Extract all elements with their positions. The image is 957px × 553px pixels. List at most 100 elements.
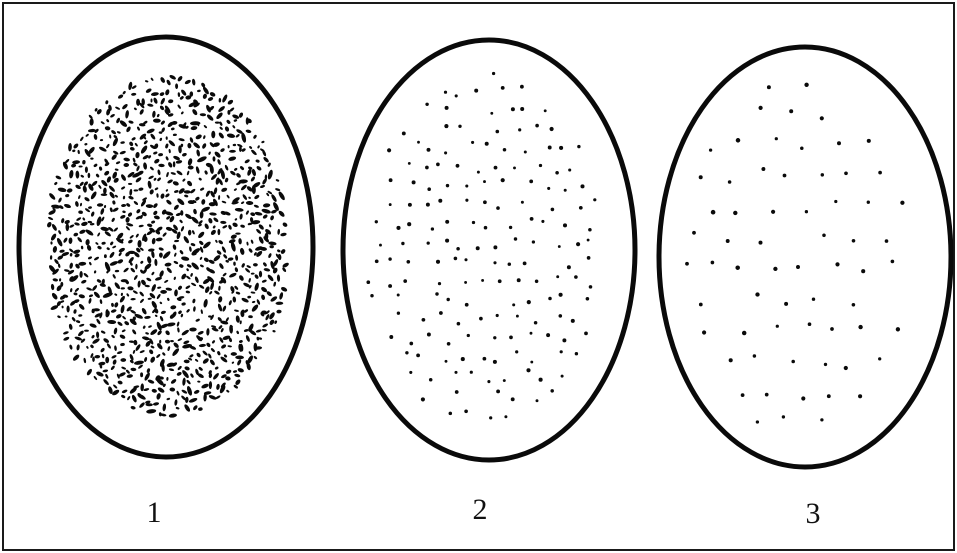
- colony-dot: [535, 280, 539, 284]
- dish-2-label: 2: [473, 493, 488, 526]
- colony-dot: [389, 203, 392, 206]
- colony-dot: [375, 259, 379, 263]
- colony-dot: [483, 180, 486, 183]
- colony-dot: [455, 390, 459, 394]
- colony-dot: [808, 322, 812, 326]
- colony-dot: [503, 148, 507, 152]
- colony-dot: [579, 206, 583, 210]
- colony-dot: [589, 285, 593, 289]
- colony-dot: [396, 226, 400, 230]
- colony-dot: [389, 178, 393, 182]
- colony-dot: [389, 335, 393, 339]
- colony-dot: [66, 223, 70, 231]
- colony-dot: [159, 252, 163, 257]
- colony-dot: [835, 262, 839, 266]
- colony-dot: [834, 200, 837, 203]
- colony-dot: [560, 350, 563, 353]
- colony-dot: [709, 148, 712, 151]
- colony-dot: [101, 193, 108, 196]
- colony-dot: [699, 175, 703, 179]
- colony-dot: [465, 199, 468, 202]
- colony-dot: [397, 294, 400, 297]
- colony-dot: [509, 226, 512, 229]
- colony-dot: [844, 171, 848, 175]
- colony-dot: [370, 294, 373, 297]
- colony-dot: [733, 211, 737, 215]
- colony-dot: [782, 415, 785, 418]
- colony-dot: [445, 220, 449, 224]
- colony-dot: [575, 352, 578, 355]
- colony-dot: [409, 342, 413, 346]
- colony-dot: [511, 107, 515, 111]
- colony-dot: [535, 124, 539, 128]
- colony-dot: [556, 275, 559, 278]
- colony-dot: [456, 247, 460, 251]
- colony-dot: [454, 257, 458, 261]
- colony-dot: [588, 228, 592, 232]
- colony-dot: [593, 198, 596, 201]
- colony-dot: [465, 303, 469, 307]
- colony-dot: [457, 322, 461, 326]
- colony-dot: [761, 167, 765, 171]
- colony-dot: [444, 124, 448, 128]
- colony-dot: [789, 109, 793, 113]
- colony-dot: [464, 281, 467, 284]
- colony-dot: [729, 358, 733, 362]
- colony-dot: [403, 279, 407, 283]
- colony-dot: [493, 360, 497, 364]
- dish-1-rim: [19, 37, 313, 457]
- colony-dot: [425, 166, 429, 170]
- colony-dot: [699, 303, 703, 307]
- colony-dot: [759, 106, 763, 110]
- colony-dot: [523, 261, 527, 265]
- colony-dot: [837, 141, 841, 145]
- colony-dot: [476, 246, 480, 250]
- colony-dot: [827, 394, 831, 398]
- colony-dot: [427, 187, 431, 191]
- colony-dot: [509, 336, 513, 340]
- colony-dot: [801, 396, 805, 400]
- colony-dot: [791, 360, 795, 364]
- colony-dot: [379, 244, 382, 247]
- colony-dot: [584, 332, 588, 336]
- colony-dot: [824, 363, 827, 366]
- colony-dot: [85, 166, 88, 172]
- colony-dot: [702, 330, 706, 334]
- dish-1-label: 1: [147, 496, 162, 529]
- colony-dot: [447, 342, 451, 346]
- dish-3-label: 3: [806, 497, 821, 530]
- colony-dot: [402, 131, 406, 135]
- colony-dot: [444, 91, 447, 94]
- colony-dot: [728, 180, 732, 184]
- colony-dot: [759, 241, 763, 245]
- colony-dot: [472, 221, 475, 224]
- colony-dot: [800, 147, 804, 151]
- colony-dot: [885, 239, 889, 243]
- colony-dot: [563, 223, 567, 227]
- colony-dot: [422, 318, 426, 322]
- colony-dot: [796, 265, 800, 269]
- colony-dot: [756, 420, 759, 423]
- colony-dot: [458, 125, 461, 128]
- colony-dot: [493, 336, 496, 339]
- colony-dot: [517, 278, 521, 282]
- colony-dot: [409, 371, 412, 374]
- colony-dot: [496, 206, 500, 210]
- colony-dot: [438, 199, 442, 203]
- colony-dot: [494, 166, 498, 170]
- colony-dot: [878, 357, 881, 360]
- colony-dot: [804, 83, 808, 87]
- colony-dot: [692, 231, 696, 235]
- colony-dot: [561, 375, 564, 378]
- colony-dot: [445, 360, 448, 363]
- colony-dot: [412, 180, 416, 184]
- colony-dot: [574, 275, 578, 279]
- colony-dot: [492, 72, 495, 75]
- colony-dot: [445, 239, 449, 243]
- colony-dot: [878, 171, 882, 175]
- colony-dot: [784, 302, 788, 306]
- colony-dot: [559, 293, 563, 297]
- colony-dot: [427, 241, 430, 244]
- colony-dot: [530, 332, 533, 335]
- colony-dot: [445, 106, 449, 110]
